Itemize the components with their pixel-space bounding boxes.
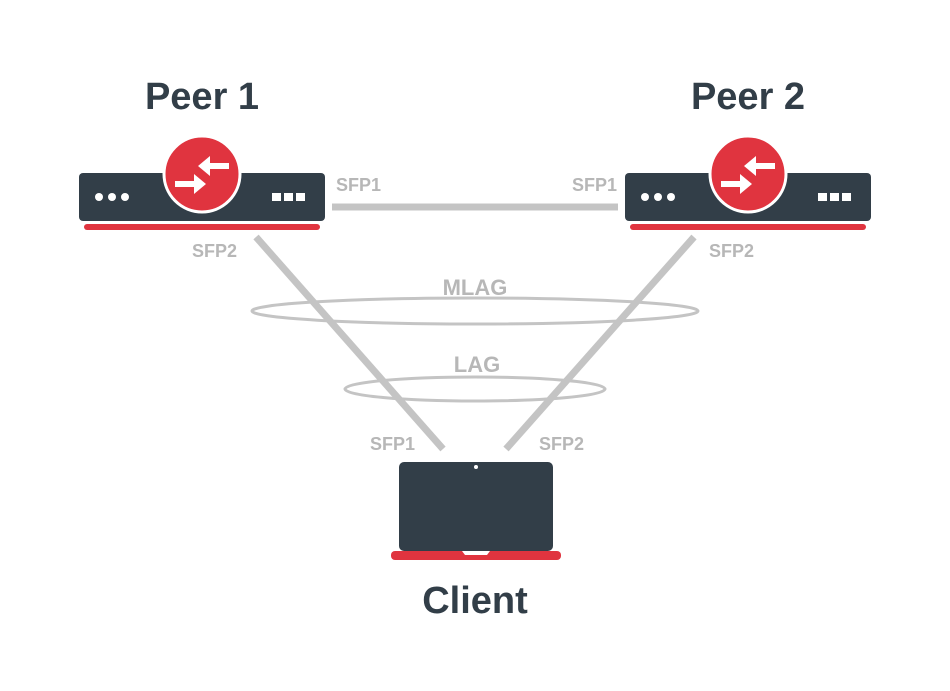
client-sfp2-label: SFP2 [539,434,584,454]
link-peer2-client [503,234,697,452]
peer2-title: Peer 2 [691,76,805,118]
peer1-switch-icon [162,134,242,214]
client-sfp1-label: SFP1 [370,434,415,454]
peer2-led-dots [641,193,675,201]
peer1-port-blocks [272,193,305,201]
mlag-label: MLAG [443,275,508,300]
link-peer1-client [253,234,446,452]
lag-label: LAG [454,352,500,377]
peer2-sfp1-label: SFP1 [572,175,617,195]
peer1-sfp1-label: SFP1 [336,175,381,195]
peer2-switch-base [630,224,866,230]
client-laptop [391,462,561,560]
peer1-led-dots [95,193,129,201]
laptop-camera [474,465,478,469]
peer2-switch-icon [708,134,788,214]
laptop-base [391,551,561,560]
peer2-sfp2-label: SFP2 [709,241,754,261]
peer2-port-blocks [818,193,851,201]
mlag-ellipse [250,296,700,326]
peer1-title: Peer 1 [145,76,259,118]
client-title: Client [422,580,528,622]
peer1-sfp2-label: SFP2 [192,241,237,261]
lag-ellipse [343,375,607,403]
peer1-switch-base [84,224,320,230]
links [253,203,697,452]
peer2-switch [625,134,871,230]
laptop-notch [462,551,490,555]
laptop-screen [399,462,553,551]
peer1-switch [79,134,325,230]
